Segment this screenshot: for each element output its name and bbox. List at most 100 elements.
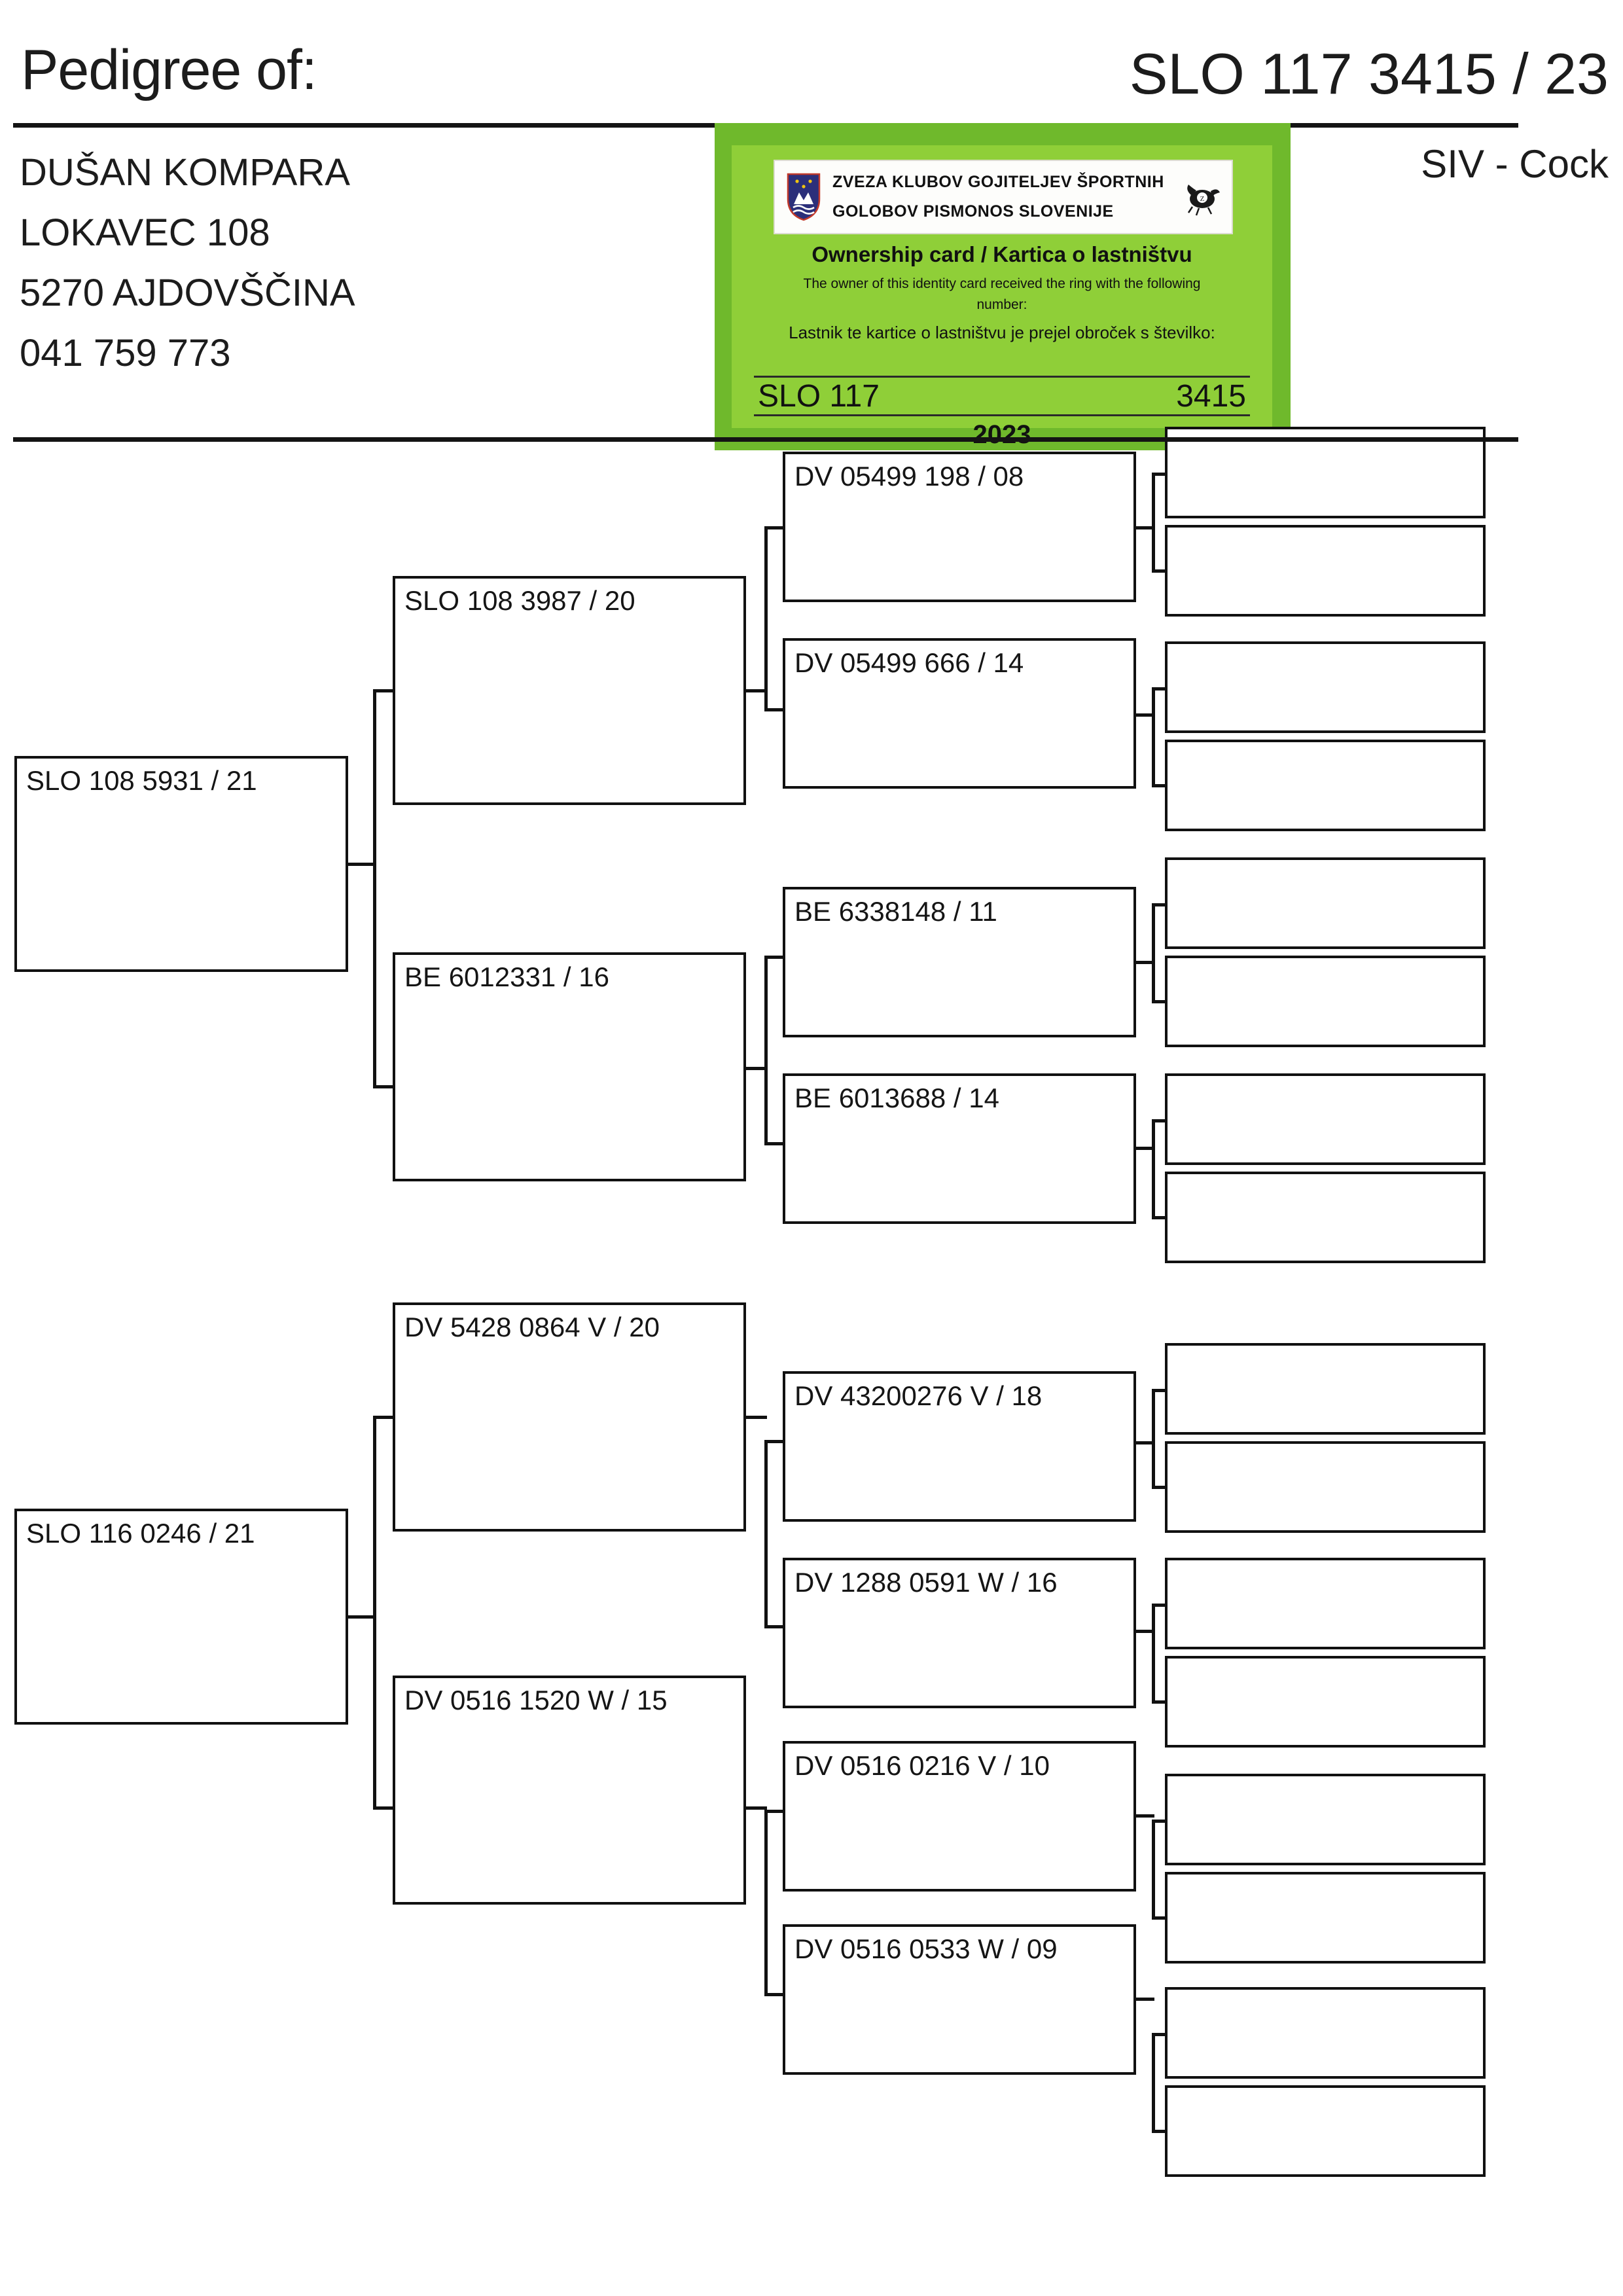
connector [1152,903,1155,1001]
slovenia-coat-of-arms-icon [785,173,822,221]
pedigree-box-g4-6[interactable] [1165,956,1486,1047]
pedigree-box-label: DV 5428 0864 V / 20 [404,1312,660,1342]
pedigree-box-sire-sire[interactable]: SLO 108 3987 / 20 [393,576,746,805]
connector [1136,1441,1154,1444]
pedigree-box-g4-15[interactable] [1165,1987,1486,2079]
connector [1152,1820,1155,1918]
connector [1136,1630,1154,1633]
pedigree-box-label: DV 05499 198 / 08 [794,461,1024,492]
pedigree-box-label: DV 43200276 V / 18 [794,1380,1043,1411]
pedigree-box-dam-dam[interactable]: DV 0516 1520 W / 15 [393,1676,746,1905]
pedigree-box-label: BE 6012331 / 16 [404,961,609,992]
pedigree-box-g3-2[interactable]: DV 05499 666 / 14 [783,638,1136,789]
pedigree-box-g3-1[interactable]: DV 05499 198 / 08 [783,452,1136,602]
pedigree-box-g4-16[interactable] [1165,2085,1486,2177]
ownership-card-text-english: The owner of this identity card received… [803,276,1201,312]
pedigree-box-dam-sire[interactable]: DV 5428 0864 V / 20 [393,1302,746,1532]
ring-number-heading: SLO 117 3415 / 23 [1129,41,1609,106]
pedigree-box-g3-7[interactable]: DV 1288 0591 W / 16 [783,1558,1136,1708]
ownership-card-title: Ownership card / Kartica o lastništvu [812,242,1192,266]
pedigree-box-g4-7[interactable] [1165,1073,1486,1165]
pedigree-box-g4-5[interactable] [1165,857,1486,949]
pedigree-box-label: DV 1288 0591 W / 16 [794,1567,1058,1598]
pedigree-box-g4-1[interactable] [1165,427,1486,518]
connector [348,863,374,866]
connector [764,1440,768,1627]
connector [1136,961,1154,964]
connector [1152,687,1168,691]
connector [764,526,785,529]
pedigree-box-g4-9[interactable] [1165,1343,1486,1435]
connector [1152,473,1155,571]
pedigree-box-label: BE 6013688 / 14 [794,1083,999,1113]
pedigree-box-label: DV 0516 0533 W / 09 [794,1933,1058,1964]
pedigree-box-g4-8[interactable] [1165,1172,1486,1263]
connector [764,1810,785,1813]
pedigree-box-g4-3[interactable] [1165,641,1486,733]
connector [1152,2033,1155,2131]
pedigree-box-g3-6[interactable]: DV 43200276 V / 18 [783,1371,1136,1522]
connector [764,1440,785,1443]
connector [764,1810,768,1994]
connector [1152,1000,1168,1003]
owner-phone: 041 759 773 [20,332,231,374]
connector [1152,1486,1168,1489]
connector [746,1067,767,1070]
pedigree-box-label: DV 05499 666 / 14 [794,647,1024,678]
pedigree-box-label: DV 0516 1520 W / 15 [404,1685,668,1715]
connector [1152,569,1168,573]
connector [746,689,767,692]
connector [1136,1147,1154,1150]
pedigree-box-g3-3[interactable]: BE 6338148 / 11 [783,887,1136,1037]
pedigree-box-g4-12[interactable] [1165,1656,1486,1748]
connector [764,956,768,1144]
connector [1152,1820,1168,1823]
svg-text:Z: Z [1200,195,1205,203]
connector [373,1416,376,1808]
connector [1152,1216,1168,1219]
pedigree-box-dam[interactable]: SLO 116 0246 / 21 [14,1509,348,1725]
owner-street: LOKAVEC 108 [20,211,270,254]
pedigree-box-g4-13[interactable] [1165,1774,1486,1865]
connector [373,689,376,1088]
connector [373,1085,395,1088]
ownership-card-inner: ZVEZA KLUBOV GOJITELJEV ŠPORTNIH GOLOBOV… [732,145,1272,449]
connector [764,956,785,959]
connector [764,526,768,711]
pedigree-box-g3-9[interactable]: DV 0516 0533 W / 09 [783,1924,1136,2075]
pedigree-box-g4-2[interactable] [1165,525,1486,617]
pedigree-box-g3-4[interactable]: BE 6013688 / 14 [783,1073,1136,1224]
pedigree-box-label: SLO 108 3987 / 20 [404,585,635,616]
ownership-card: ZVEZA KLUBOV GOJITELJEV ŠPORTNIH GOLOBOV… [715,123,1291,450]
connector [764,1993,785,1996]
owner-name: DUŠAN KOMPARA [20,151,350,194]
connector [373,689,395,692]
connector [1152,1700,1168,1704]
federation-line-1: ZVEZA KLUBOV GOJITELJEV ŠPORTNIH [832,173,1164,191]
pedigree-box-sire[interactable]: SLO 108 5931 / 21 [14,756,348,972]
connector [1152,903,1168,906]
pedigree-box-sire-dam[interactable]: BE 6012331 / 16 [393,952,746,1181]
pedigree-box-g4-10[interactable] [1165,1441,1486,1533]
connector [1136,713,1154,717]
pedigree-box-g4-14[interactable] [1165,1872,1486,1964]
ownership-card-ring-row: SLO 117 3415 [754,376,1250,416]
owner-city: 5270 AJDOVŠČINA [20,272,355,314]
pedigree-box-label: SLO 116 0246 / 21 [26,1518,255,1549]
ownership-card-year: 2023 [972,420,1031,449]
connector [764,1625,785,1628]
federation-logo-banner: ZVEZA KLUBOV GOJITELJEV ŠPORTNIH GOLOBOV… [774,160,1233,234]
connector [746,1806,767,1810]
connector [1152,1389,1168,1392]
connector [764,1142,785,1145]
header-divider-bottom [13,437,1518,442]
pedigree-box-g4-4[interactable] [1165,740,1486,831]
connector [1136,1998,1154,2001]
pedigree-box-g3-8[interactable]: DV 0516 0216 V / 10 [783,1741,1136,1892]
connector [1152,473,1168,476]
page-title: Pedigree of: [21,39,317,101]
ownership-card-ring-prefix: SLO 117 [758,378,880,414]
connector [1152,2033,1168,2036]
pedigree-box-g4-11[interactable] [1165,1558,1486,1649]
pedigree-tree: SLO 108 5931 / 21 SLO 116 0246 / 21 SLO … [0,427,1623,2296]
